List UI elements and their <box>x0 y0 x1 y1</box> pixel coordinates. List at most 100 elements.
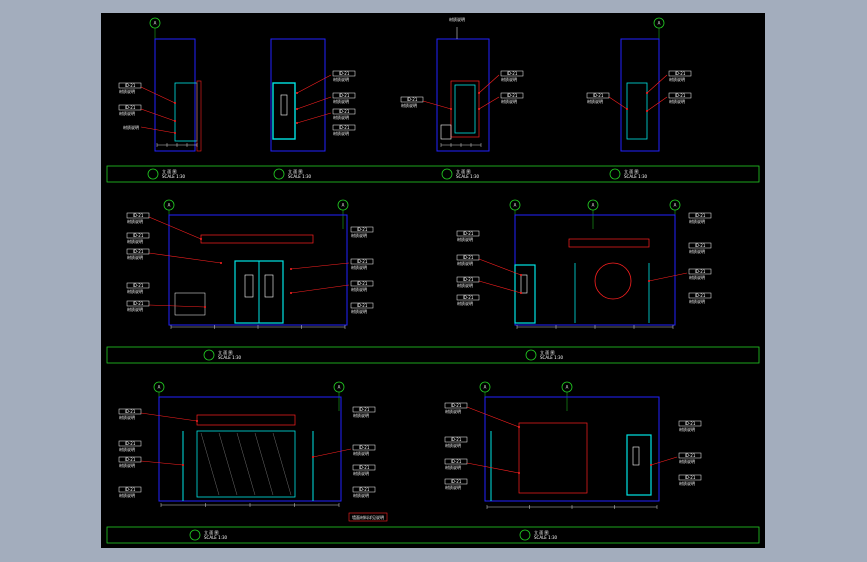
tag-text: ID-21 <box>359 445 370 450</box>
label-tag <box>400 96 424 103</box>
feature-panel-r3-3 <box>518 422 588 494</box>
label-tag <box>456 294 480 301</box>
leader-line <box>148 252 222 264</box>
tag-text: ID-21 <box>695 243 706 248</box>
label-tag <box>444 402 468 409</box>
tag-note: 材质说明 <box>401 102 417 108</box>
leader-dot <box>478 92 480 94</box>
ceiling-trim-r2-1 <box>200 234 314 244</box>
title-bubble <box>441 168 453 180</box>
title-bubble <box>609 168 621 180</box>
title-scale: SCALE 1:30 <box>624 174 648 179</box>
label-tag <box>500 92 524 99</box>
tag-note: 材质说明 <box>445 442 461 448</box>
title-text: 立 面 图 <box>218 349 233 355</box>
tag-text: ID-21 <box>339 93 350 98</box>
tag-note: 材质说明 <box>457 236 473 242</box>
label-tag <box>332 70 356 77</box>
wall-outline-r1-4 <box>620 38 660 152</box>
tag-note: 材质说明 <box>501 98 517 104</box>
leader-line <box>140 126 176 134</box>
tag-text: ID-21 <box>451 479 462 484</box>
title-text: 立 面 图 <box>540 349 555 355</box>
label-tag <box>456 276 480 283</box>
tag-note: 材质说明 <box>119 446 135 452</box>
note-box-r3-1 <box>348 512 388 522</box>
label-tag <box>688 268 712 275</box>
label-tag <box>678 474 702 481</box>
leader-dot <box>204 306 206 308</box>
label-tag <box>350 226 374 233</box>
tag-text: ID-21 <box>593 93 604 98</box>
grid-label: A <box>566 385 569 390</box>
tag-note: 材质说明 <box>689 298 705 304</box>
tag-text: ID-21 <box>463 231 474 236</box>
label-tag <box>118 440 142 447</box>
tag-text: ID-21 <box>463 295 474 300</box>
tag-note: 材质说明 <box>333 76 349 82</box>
tag-text: ID-21 <box>463 277 474 282</box>
cad-drawing-canvas[interactable]: AID-21材质说明ID-21材质说明材质说明ID-21材质说明ID-21材质说… <box>101 13 765 548</box>
basin-r1-3 <box>440 124 452 140</box>
tag-note: 材质说明 <box>353 470 369 476</box>
leader-dot <box>174 102 176 104</box>
tag-note: 材质说明 <box>353 450 369 456</box>
leader-dot <box>520 292 522 294</box>
leader-line <box>140 412 198 422</box>
grid-bubble-r1-4 <box>653 17 665 29</box>
leader-dot <box>182 464 184 466</box>
tag-text: ID-21 <box>359 487 370 492</box>
tag-note: 材质说明 <box>457 260 473 266</box>
wall-outline-r3-1 <box>158 396 342 502</box>
leader-line <box>646 96 668 112</box>
leader-line <box>312 448 352 458</box>
label-tag <box>668 92 692 99</box>
label-tag <box>118 82 142 89</box>
title-bubble <box>273 168 285 180</box>
leader-line <box>646 74 668 94</box>
tag-note: 材质说明 <box>457 282 473 288</box>
tag-note: 材质说明 <box>127 288 143 294</box>
label-tag <box>678 452 702 459</box>
leader-dot <box>650 464 652 466</box>
tag-note: 材质说明 <box>119 414 135 420</box>
tag-text: ID-21 <box>125 487 136 492</box>
label-tag <box>126 282 150 289</box>
leader-line <box>648 272 688 282</box>
glass-hatch-r3-4 <box>272 432 292 496</box>
leader-dot <box>296 108 298 110</box>
leader-dot <box>626 108 628 110</box>
console-r2-1 <box>174 292 206 316</box>
leader-dot <box>646 110 648 112</box>
label-tag <box>118 456 142 463</box>
glass-wall-r3-1 <box>196 430 296 498</box>
leader-dot <box>200 238 202 240</box>
door-glass-r2-3 <box>520 274 528 294</box>
leader-dot <box>196 420 198 422</box>
tag-note: 材质说明 <box>119 492 135 498</box>
tag-text: ID-21 <box>339 71 350 76</box>
leader-dot <box>174 120 176 122</box>
leader-line <box>478 258 522 276</box>
door-frame-r1-4 <box>626 82 648 140</box>
leader-dot <box>312 456 314 458</box>
grid-bubble-r1-1 <box>149 17 161 29</box>
tag-note: 材质说明 <box>127 254 143 260</box>
leader-line <box>296 96 332 110</box>
leader-dot <box>174 132 176 134</box>
tag-text: ID-21 <box>133 301 144 306</box>
grid-label: A <box>168 203 171 208</box>
wall-outline-r1-1 <box>154 38 196 152</box>
grid-label: A <box>484 385 487 390</box>
tag-note: 材质说明 <box>679 426 695 432</box>
tag-note: 材质说明 <box>445 464 461 470</box>
tag-note: 材质说明 <box>457 300 473 306</box>
leader-line <box>422 100 452 110</box>
grid-label: A <box>514 203 517 208</box>
tag-note: 材质说明 <box>353 492 369 498</box>
label-tag <box>500 70 524 77</box>
title-text: 立 面 图 <box>204 529 219 535</box>
wall-outline-r2-3 <box>514 214 676 326</box>
